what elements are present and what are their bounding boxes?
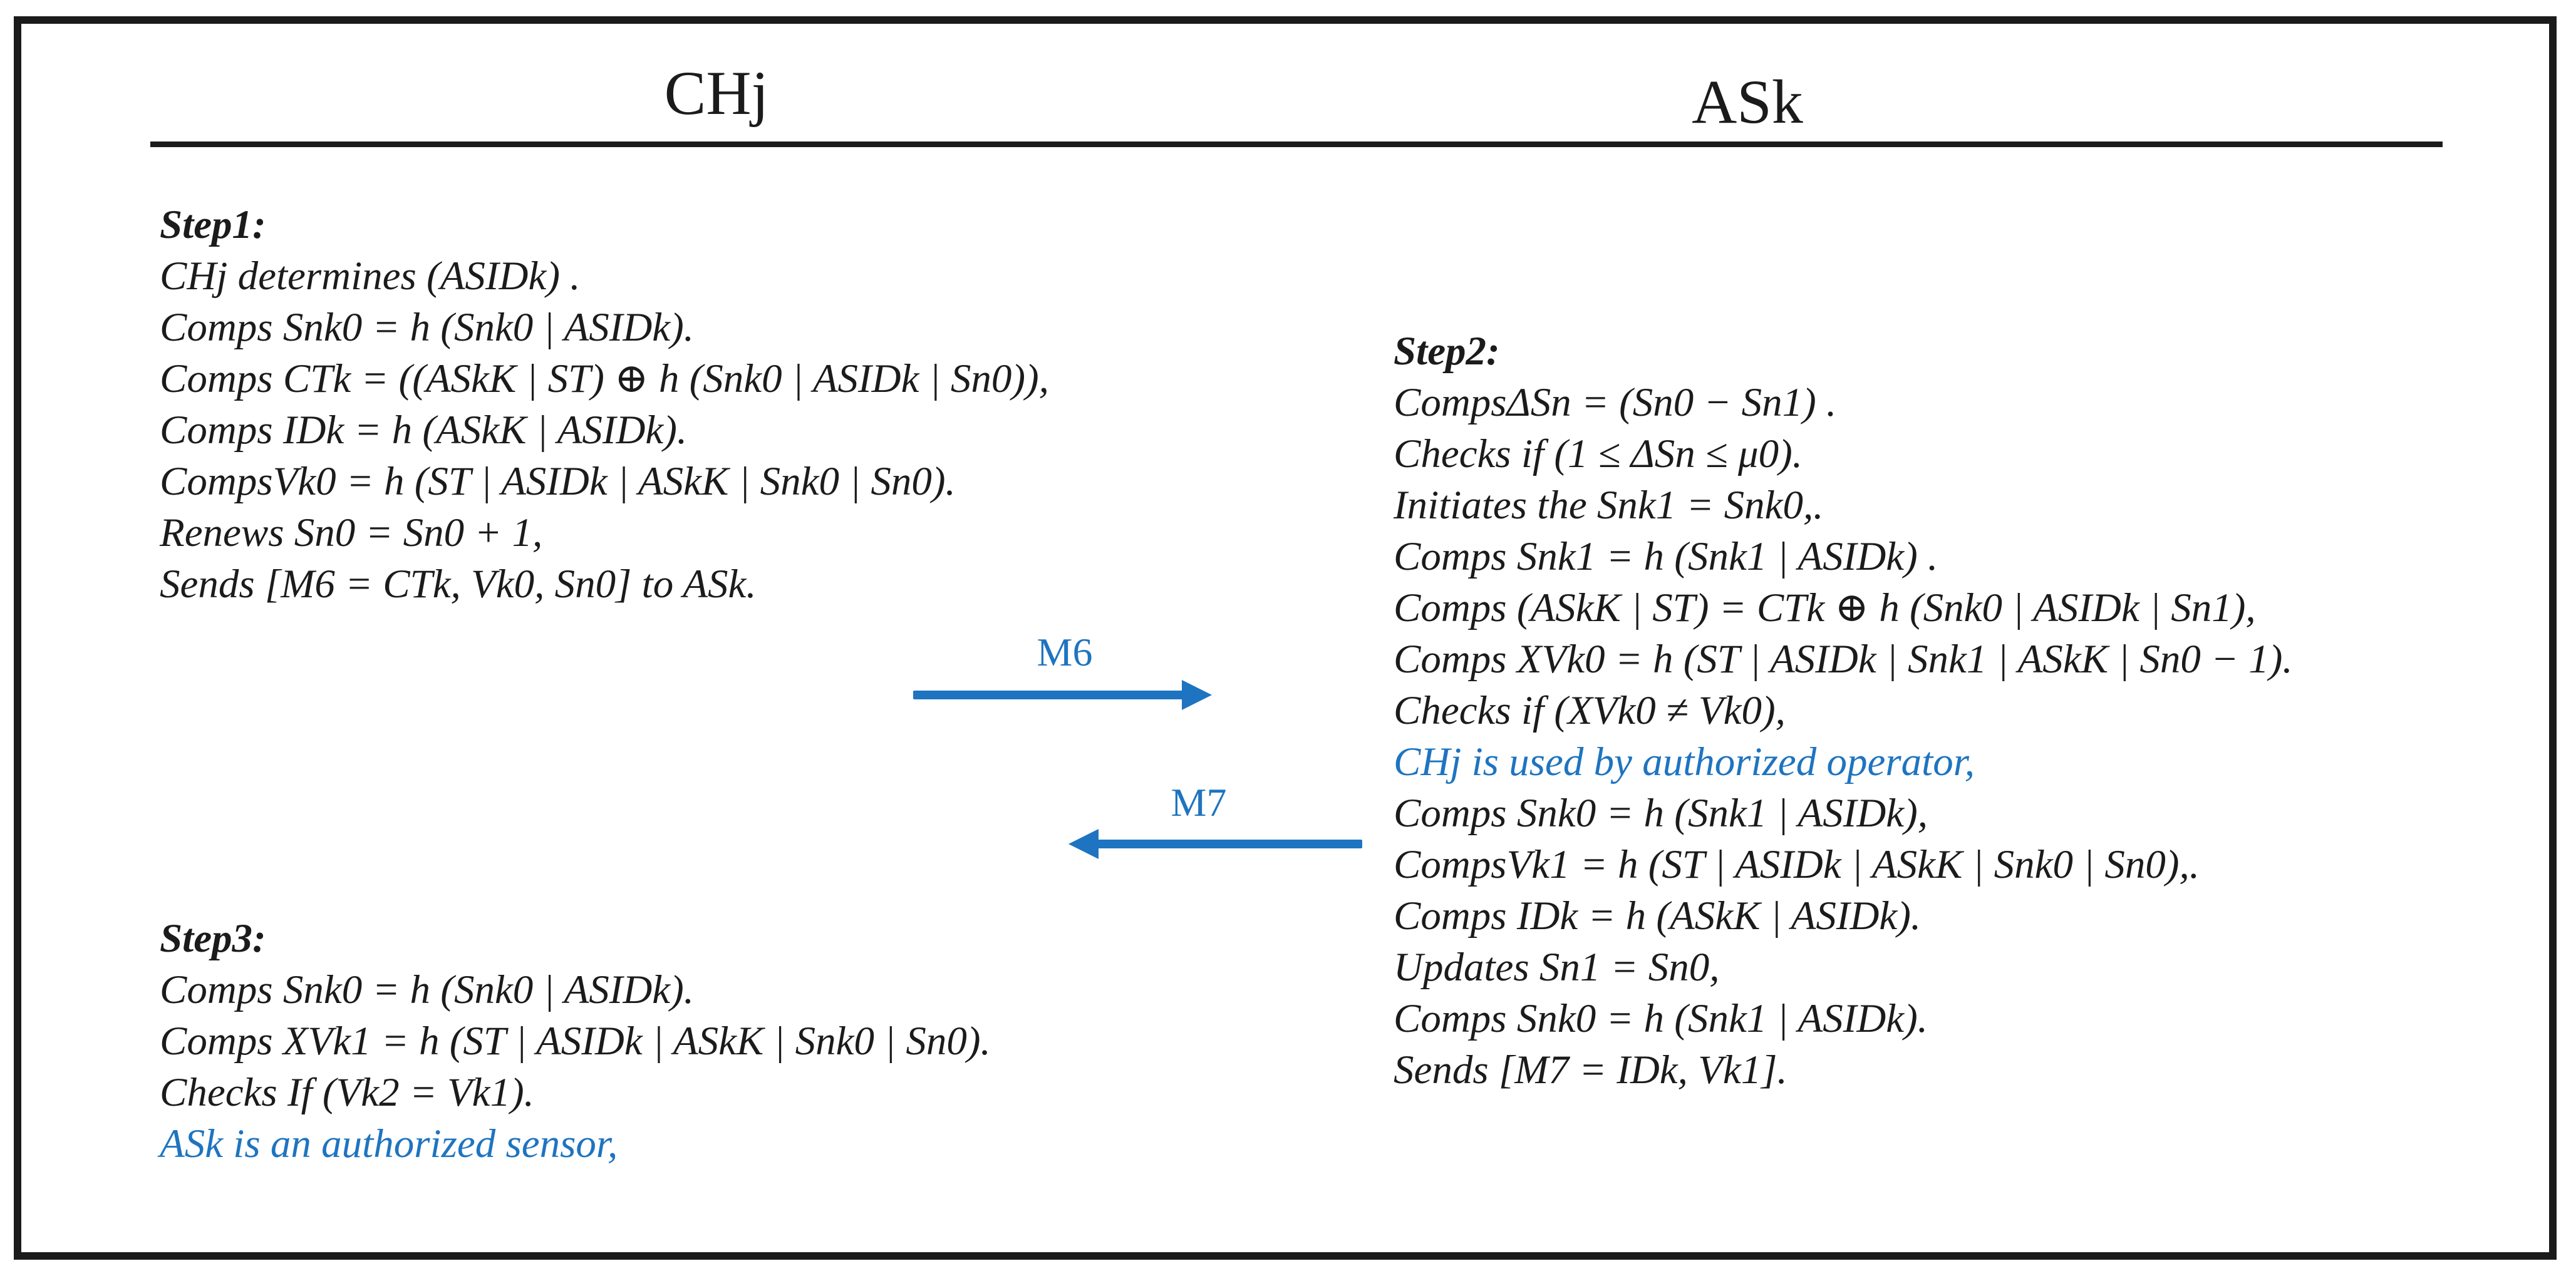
step2-lines: CompsΔSn = (Sn0 − Sn1) . Checks if (1 ≤ Δ… — [1394, 377, 2521, 1096]
m7-arrow-shaft — [1096, 840, 1362, 848]
protocol-line: Updates Sn1 = Sn0, — [1394, 945, 1720, 990]
protocol-line: Comps XVk0 = h (ST | ASIDk | Snk1 | ASkK… — [1394, 637, 2293, 682]
protocol-line: ASk is an authorized sensor, — [160, 1121, 618, 1166]
m6-arrow-shaft — [913, 691, 1184, 699]
protocol-line: CompsVk0 = h (ST | ASIDk | ASkK | Snk0 |… — [160, 459, 956, 504]
protocol-line: Comps Snk0 = h (Snk1 | ASIDk), — [1394, 791, 1928, 836]
protocol-line: Comps Snk0 = h (Snk1 | ASIDk). — [1394, 996, 1928, 1041]
protocol-line: Checks If (Vk2 = Vk1). — [160, 1070, 534, 1115]
protocol-line: Sends [M7 = IDk, Vk1]. — [1394, 1047, 1787, 1093]
step1-label: Step1: — [160, 202, 266, 247]
protocol-line: CHj determines (ASIDk) . — [160, 254, 581, 299]
m7-arrow-left-icon — [1068, 829, 1099, 859]
protocol-line: Comps (ASkK | ST) = CTk ⊕ h (Snk0 | ASID… — [1394, 585, 2256, 630]
protocol-line: Comps CTk = ((ASkK | ST) ⊕ h (Snk0 | ASI… — [160, 356, 1049, 401]
step3-label: Step3: — [160, 916, 266, 961]
m6-arrow-right-icon — [1182, 680, 1212, 710]
message-m7-label: M7 — [1171, 780, 1227, 825]
step2-block: Step2: CompsΔSn = (Sn0 − Sn1) . Checks if… — [1394, 326, 2521, 1096]
step2-label: Step2: — [1394, 329, 1500, 374]
party-ask-header: ASk — [1692, 67, 1803, 136]
protocol-line: Comps IDk = h (ASkK | ASIDk). — [160, 408, 688, 453]
protocol-line: Checks if (1 ≤ ΔSn ≤ μ0). — [1394, 431, 1803, 476]
step3-block: Step3: Comps Snk0 = h (Snk0 | ASIDk).Com… — [160, 913, 1287, 1170]
step1-lines: CHj determines (ASIDk) . Comps Snk0 = h (… — [160, 250, 1287, 610]
protocol-line: CompsΔSn = (Sn0 − Sn1) . — [1394, 380, 1837, 425]
protocol-line: Comps IDk = h (ASkK | ASIDk). — [1394, 893, 1922, 939]
protocol-line: Checks if (XVk0 ≠ Vk0), — [1394, 688, 1786, 733]
header-underline — [150, 141, 2443, 147]
protocol-line: Comps Snk0 = h (Snk0 | ASIDk). — [160, 967, 695, 1012]
diagram-frame: CHj ASk Step1: CHj determines (ASIDk) .C… — [14, 16, 2557, 1260]
party-chj-header: CHj — [664, 58, 769, 128]
protocol-line: Initiates the Snk1 = Snk0,. — [1394, 483, 1824, 528]
protocol-line: CHj is used by authorized operator, — [1394, 739, 1975, 785]
protocol-line: Sends [M6 = CTk, Vk0, Sn0] to ASk. — [160, 562, 757, 607]
protocol-line: Comps Snk1 = h (Snk1 | ASIDk) . — [1394, 534, 1938, 579]
protocol-line: CompsVk1 = h (ST | ASIDk | ASkK | Snk0 |… — [1394, 842, 2200, 887]
protocol-line: Comps Snk0 = h (Snk0 | ASIDk). — [160, 305, 695, 350]
step1-block: Step1: CHj determines (ASIDk) . Comps Snk… — [160, 199, 1287, 610]
protocol-line: Comps XVk1 = h (ST | ASIDk | ASkK | Snk0… — [160, 1019, 991, 1064]
message-m6-label: M6 — [1037, 630, 1093, 674]
step3-lines: Comps Snk0 = h (Snk0 | ASIDk). Comps XVk1… — [160, 964, 1287, 1170]
protocol-line: Renews Sn0 = Sn0 + 1, — [160, 510, 543, 555]
